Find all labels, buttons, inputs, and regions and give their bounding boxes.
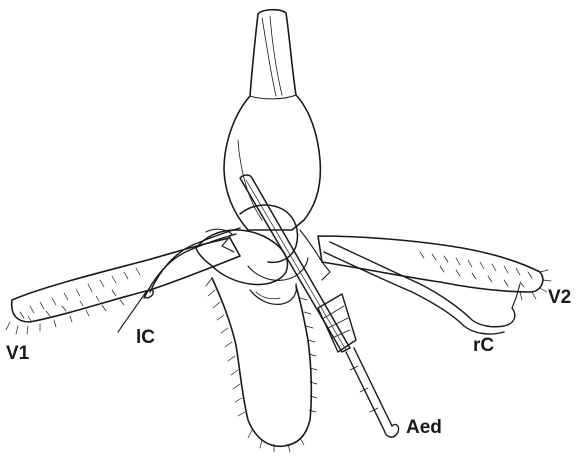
right-valve xyxy=(318,236,551,300)
central-structure xyxy=(196,205,330,304)
label-v1: V1 xyxy=(6,344,29,363)
right-costa xyxy=(324,242,520,334)
label-rc: rC xyxy=(473,336,494,355)
aedeagus xyxy=(240,175,399,437)
label-aed: Aed xyxy=(406,418,442,437)
label-v2: V2 xyxy=(548,288,571,307)
upper-lobe xyxy=(224,10,320,230)
left-valve xyxy=(6,238,240,334)
label-lc: lC xyxy=(136,328,155,347)
lower-lobe xyxy=(206,278,317,452)
